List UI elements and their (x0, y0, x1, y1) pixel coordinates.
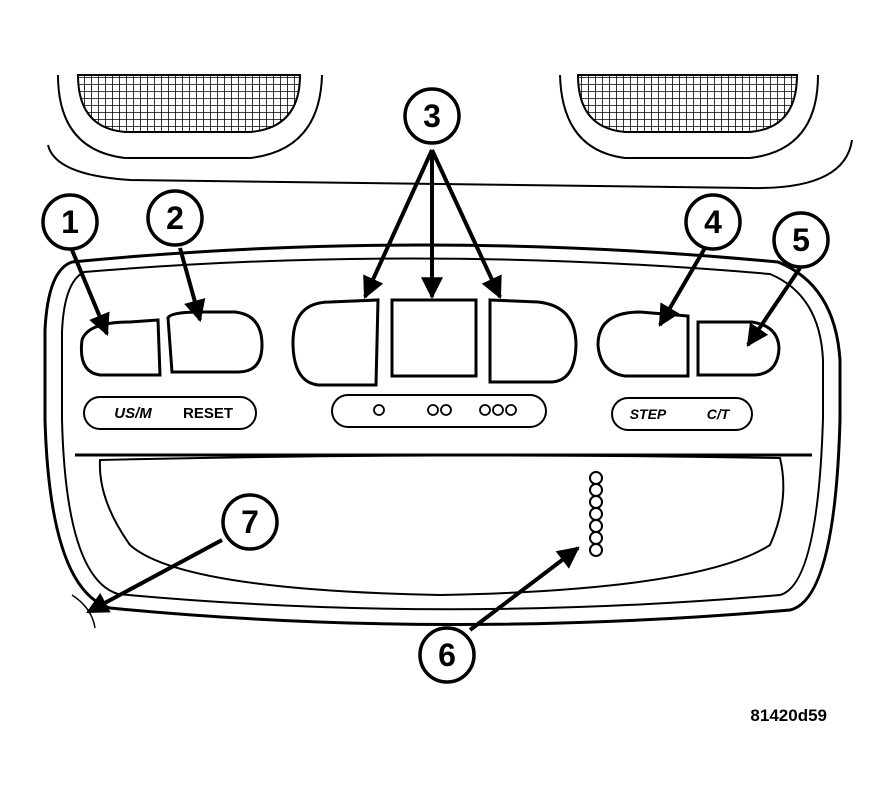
left-label-plate (83, 396, 257, 430)
reset-button[interactable] (166, 310, 264, 374)
callout-3: 3 (403, 87, 461, 145)
step-button[interactable] (596, 310, 690, 378)
display-mode-button-2[interactable] (390, 298, 478, 378)
svg-text:5: 5 (792, 222, 810, 258)
callout-7: 7 (221, 493, 279, 551)
svg-text:6: 6 (438, 637, 456, 673)
c-t-label: C/T (707, 406, 731, 422)
svg-text:1: 1 (61, 204, 79, 240)
us-m-button[interactable] (79, 318, 162, 377)
c-t-button[interactable] (696, 320, 781, 377)
figure-id: 81420d59 (750, 706, 827, 725)
indicator-hole-column (589, 471, 603, 557)
callout-2: 2 (146, 189, 204, 247)
right-lamp-grille (559, 74, 819, 159)
callout-6: 6 (418, 626, 476, 684)
right-label-plate (611, 397, 753, 431)
svg-text:4: 4 (704, 204, 722, 240)
headliner-contour (47, 139, 853, 190)
center-indicator-plate (331, 394, 547, 428)
callout-arrows (70, 149, 802, 632)
callout-5: 5 (772, 211, 830, 269)
svg-text:3: 3 (423, 98, 441, 134)
reset-label: RESET (183, 405, 233, 422)
display-mode-button-3[interactable] (488, 298, 578, 384)
svg-text:2: 2 (166, 200, 184, 236)
us-m-label: US/M (114, 405, 152, 422)
callout-1: 1 (41, 193, 99, 251)
step-label: STEP (630, 406, 667, 422)
callout-4: 4 (684, 193, 742, 251)
mode-dot-indicators (373, 404, 517, 416)
left-lamp-grille (57, 74, 323, 159)
svg-text:7: 7 (241, 504, 259, 540)
display-mode-button-1[interactable] (291, 298, 380, 387)
